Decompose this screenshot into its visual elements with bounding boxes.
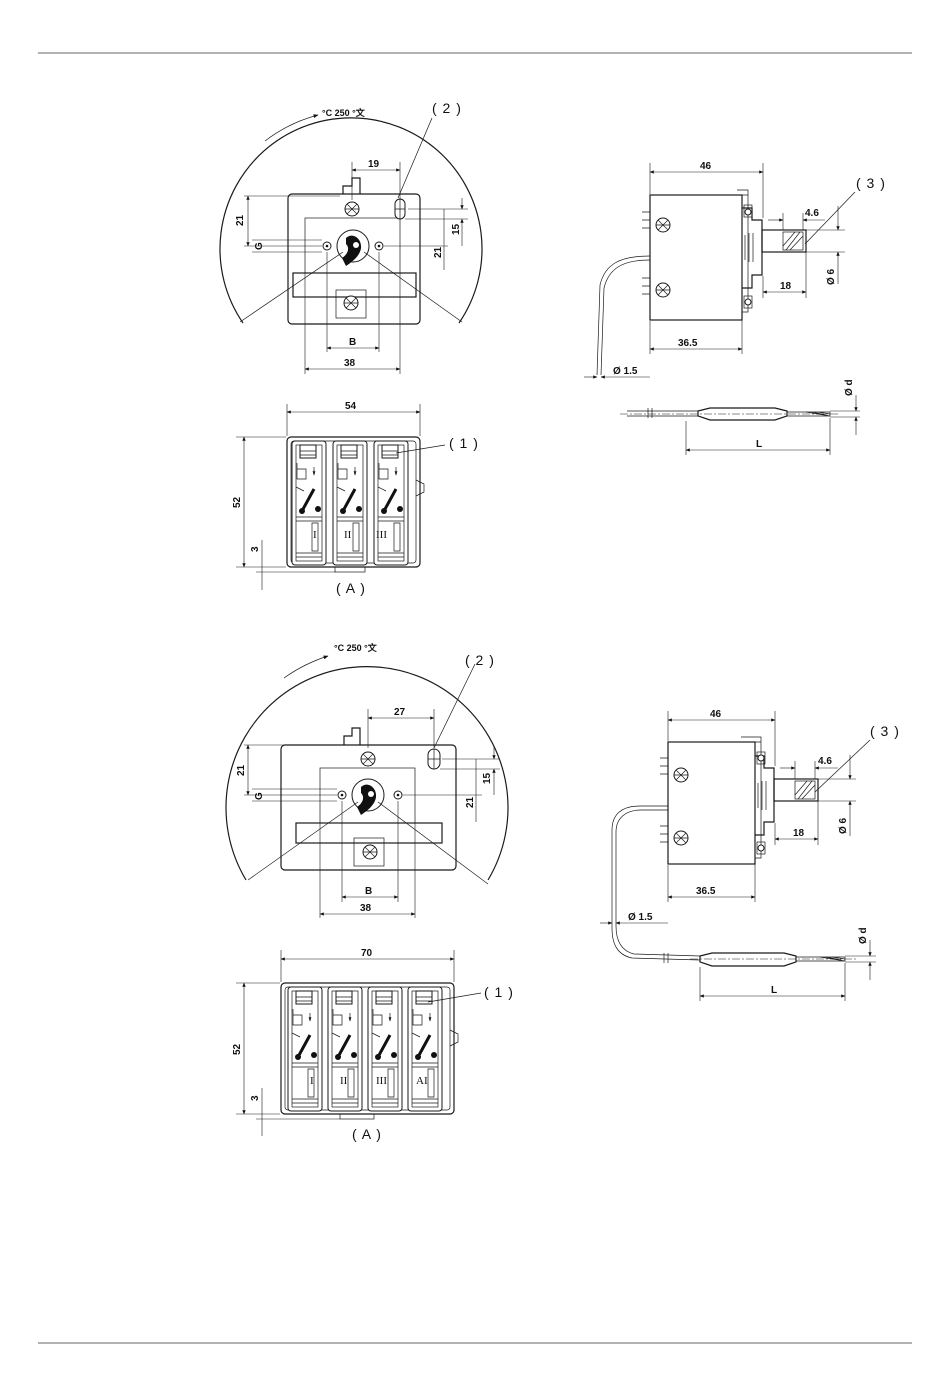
pole-label-3: III (376, 529, 387, 541)
view-a-label-lower: ( A ) (352, 1126, 382, 1142)
dim-36-5-upper: 36.5 (678, 338, 698, 349)
scale-text-lower: °C 250 °文 (334, 642, 378, 653)
dim-36-5-lower: 36.5 (696, 886, 716, 897)
screw-icon (656, 283, 670, 297)
bulb-lower: L Ø d (690, 927, 876, 1001)
dim-L-upper: L (756, 439, 762, 450)
dim-27: 27 (394, 707, 406, 718)
screw-icon (344, 296, 358, 310)
view-a-lower: I II III AI 70 52 3 ( 1 ) ( A ) (232, 948, 514, 1142)
screw-icon (674, 831, 688, 845)
screw-icon (656, 218, 670, 232)
rotation-arrow-upper (265, 115, 318, 141)
callout-1-upper: ( 1 ) (449, 435, 479, 451)
dim-dia-1-5-upper: Ø 1.5 (613, 366, 638, 377)
dim-19: 19 (368, 159, 380, 170)
dim-dia-1-5-lower: Ø 1.5 (628, 912, 653, 923)
dim-21-lower-right: 21 (465, 796, 476, 808)
callout-1-lower: ( 1 ) (484, 984, 514, 1000)
front-view-lower: °C 250 °文 27 21 G (226, 642, 508, 918)
dim-52: 52 (232, 496, 243, 508)
screw-icon (345, 202, 359, 216)
view-a-label-upper: ( A ) (336, 580, 366, 596)
dim-38-lower: 38 (360, 903, 372, 914)
dim-21: 21 (235, 214, 246, 226)
callout-3-lower: ( 3 ) (870, 723, 900, 739)
screw-icon (361, 752, 375, 766)
dim-B: B (349, 337, 356, 348)
dim-4-6-upper: 4.6 (805, 208, 819, 219)
dimensions-upper-front: 19 21 G 15 21 B 38 (235, 159, 468, 374)
dim-B-lower: B (365, 886, 372, 897)
side-view-lower: 46 4.6 Ø 6 18 36.5 Ø 1.5 ( 3 ) (600, 709, 900, 963)
dim-18-lower: 18 (793, 828, 805, 839)
dim-3-lower: 3 (250, 1095, 261, 1101)
dim-70: 70 (361, 948, 373, 959)
dim-46-lower: 46 (710, 709, 722, 720)
callout-2-upper: ( 2 ) (432, 100, 462, 116)
dim-dia-d-lower: Ø d (858, 927, 869, 944)
side-view-upper: 46 4.6 Ø 6 18 36.5 Ø 1.5 ( 3 ) (584, 161, 886, 377)
dim-38: 38 (344, 358, 356, 369)
dim-15: 15 (451, 223, 462, 235)
dim-4-6-lower: 4.6 (818, 756, 832, 767)
dimensions-lower-front: 27 21 G 15 21 B 38 (236, 707, 500, 918)
dim-21-lower: 21 (236, 764, 247, 776)
dial-arc-upper (220, 118, 482, 323)
callout-2-lower: ( 2 ) (465, 652, 495, 668)
view-a-upper: I II III 54 52 3 ( 1 ) ( A ) (232, 401, 479, 596)
dim-G: G (254, 242, 265, 250)
dim-46-upper: 46 (700, 161, 712, 172)
dim-21-right: 21 (433, 246, 444, 258)
dim-6-lower: Ø 6 (838, 817, 849, 834)
pole-label-2-lower: II (340, 1075, 348, 1087)
dim-52-lower: 52 (232, 1043, 243, 1055)
dim-G-lower: G (254, 792, 265, 800)
pole-label-1: I (313, 529, 317, 541)
pole-label-1-lower: I (310, 1075, 314, 1087)
pole-label-4-lower: AI (416, 1075, 428, 1087)
pole-label-3-lower: III (376, 1075, 387, 1087)
dim-15-lower: 15 (482, 772, 493, 784)
dim-3: 3 (250, 546, 261, 552)
dim-54: 54 (345, 401, 357, 412)
front-view-upper: °C 250 °文 19 21 G (220, 100, 482, 374)
screw-icon (363, 845, 377, 859)
dim-dia-d-upper: Ø d (844, 379, 855, 396)
bulb-upper: L Ø d (620, 379, 860, 455)
screw-icon (674, 768, 688, 782)
pole-label-2: II (344, 529, 352, 541)
dim-L-lower: L (771, 985, 777, 996)
dim-18-upper: 18 (780, 281, 792, 292)
callout-3-upper: ( 3 ) (856, 175, 886, 191)
dim-6-upper: Ø 6 (826, 268, 837, 285)
scale-text-upper: °C 250 °文 (322, 107, 366, 118)
